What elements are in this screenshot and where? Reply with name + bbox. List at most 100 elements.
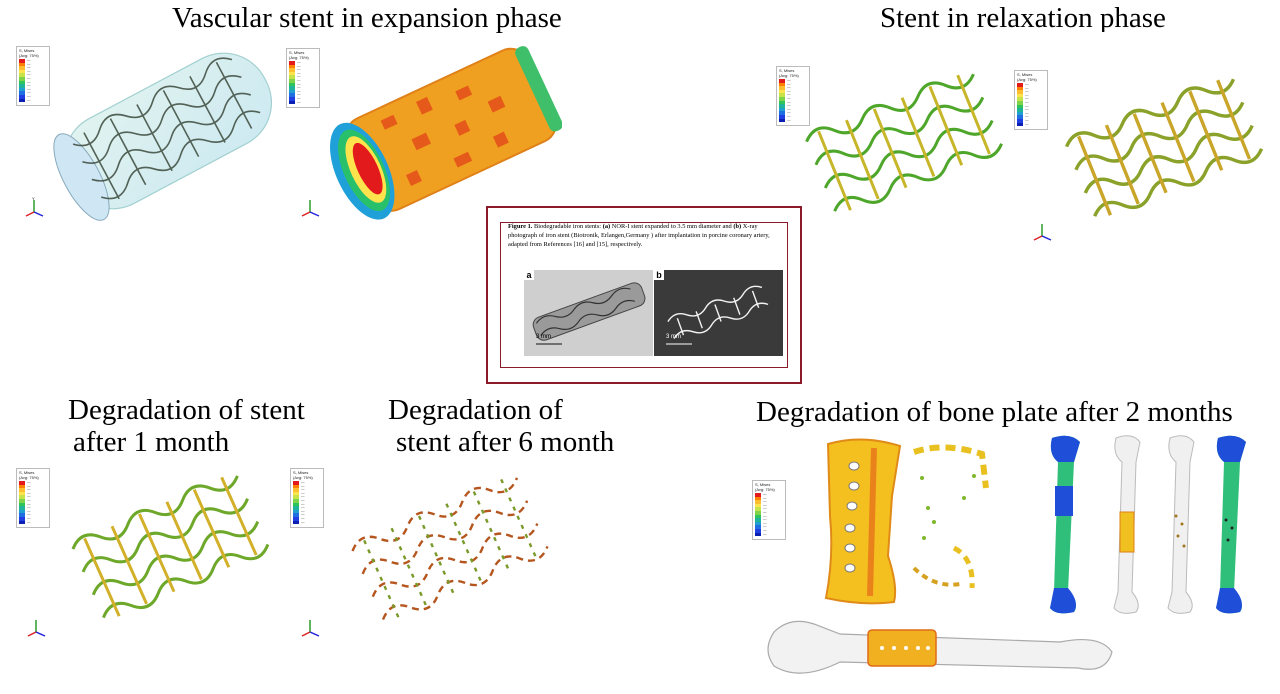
- legend-swatch: [779, 96, 785, 101]
- title-expansion: Vascular stent in expansion phase: [172, 2, 562, 34]
- legend-swatch: [293, 488, 299, 492]
- legend-swatch: [755, 500, 761, 504]
- legend-swatch: [293, 502, 299, 507]
- legend-swatch: [1017, 115, 1023, 119]
- legend-swatch: [1017, 100, 1023, 105]
- bone-plate-degraded: [912, 444, 989, 589]
- legend-swatch: [289, 100, 295, 105]
- legend-swatch: [779, 93, 785, 97]
- legend-swatch: [779, 107, 785, 112]
- legend-swatch: [293, 498, 299, 503]
- legend-swatch: [19, 66, 25, 70]
- legend-swatch: [293, 509, 299, 514]
- photo-panel-a: a 3 mm: [524, 270, 653, 356]
- legend-swatch: [19, 498, 25, 503]
- figure-inner-frame: [500, 222, 788, 368]
- legend-swatch: [289, 93, 295, 97]
- legend-swatch: [289, 68, 295, 72]
- legend-swatch: [293, 481, 299, 485]
- legend-swatch: [289, 61, 295, 65]
- stent-relaxation-1: [805, 73, 1003, 212]
- bone-plate-intact: [824, 438, 902, 605]
- legend-swatch: [779, 111, 785, 115]
- legend-swatch: [19, 520, 25, 525]
- axis-triad-icon: [301, 620, 320, 637]
- legend-swatch: [19, 502, 25, 507]
- legend-title: S, Mises: [19, 48, 35, 53]
- legend-swatch: [293, 491, 299, 496]
- legend-swatch: [755, 503, 761, 508]
- legend-swatch: [19, 98, 25, 103]
- title-degradation-6-month-line1: Degradation of: [388, 394, 563, 426]
- legend-subtitle: (Avg: 75%): [779, 72, 799, 78]
- legend-swatch: [1017, 111, 1023, 116]
- stent-expansion-stress-tube: [330, 46, 562, 220]
- legend-swatch: [293, 513, 299, 517]
- figure-inset: Figure 1. Biodegradable iron stents: (a)…: [486, 206, 802, 384]
- legend-relaxation-2: S, Mises(Avg: 75%)————————————: [1014, 70, 1048, 131]
- title-relaxation: Stent in relaxation phase: [880, 2, 1166, 32]
- legend-swatch: [19, 506, 25, 510]
- legend-swatch: [19, 91, 25, 95]
- legend-swatch: [19, 80, 25, 85]
- legend-swatch: [755, 493, 761, 497]
- legend-swatch: [755, 521, 761, 526]
- legend-relaxation-1: S, Mises(Avg: 75%)————————————: [776, 66, 810, 127]
- legend-swatch: [19, 516, 25, 521]
- legend-swatch: [293, 484, 299, 489]
- legend-swatch: [19, 484, 25, 489]
- legend-swatch: [19, 84, 25, 88]
- title-degradation-6-month-line2: stent after 6 month: [396, 426, 615, 458]
- femur-plate-degraded: [1167, 435, 1195, 614]
- legend-swatch: [289, 75, 295, 79]
- legend-swatch: [779, 104, 785, 108]
- legend-deg-1: S, Mises(Avg: 75%)————————————: [16, 468, 50, 529]
- legend-swatch: [19, 69, 25, 74]
- svg-text:Y: Y: [32, 196, 35, 201]
- legend-swatch: [19, 491, 25, 496]
- title-bone-plate: Degradation of bone plate after 2 months: [756, 396, 1233, 428]
- legend-swatch: [1017, 90, 1023, 94]
- legend-swatch: [779, 86, 785, 90]
- legend-swatch: [289, 86, 295, 90]
- legend-swatch: [1017, 118, 1023, 123]
- axis-triad-icon: [301, 200, 320, 217]
- axis-triad-icon: Y: [25, 196, 44, 217]
- legend-title: S, Mises: [779, 68, 795, 73]
- legend-subtitle: (Avg: 75%): [289, 54, 309, 60]
- legend-swatch: [755, 532, 761, 537]
- legend-swatch: [289, 96, 295, 101]
- panel-b-tag: b: [654, 270, 664, 280]
- legend-title: S, Mises: [755, 482, 771, 487]
- stent-degradation-1-month: [71, 475, 270, 619]
- stent-expansion-vessel: [53, 52, 273, 221]
- legend-swatch: [293, 495, 299, 499]
- legend-bone: S, Mises(Avg: 75%)————————————: [752, 480, 786, 541]
- legend-swatch: [289, 64, 295, 69]
- figure-label: Figure 1.: [508, 223, 533, 230]
- legend-swatch: [293, 516, 299, 521]
- figure-caption: Figure 1. Biodegradable iron stents: (a)…: [508, 223, 770, 248]
- legend-swatch: [289, 78, 295, 83]
- legend-subtitle: (Avg: 75%): [293, 474, 313, 480]
- legend-swatch: [755, 510, 761, 515]
- legend-swatch: [1017, 86, 1023, 91]
- femur-plate-white: [1113, 435, 1141, 614]
- femur-horizontal-with-plate: [767, 620, 1113, 674]
- legend-swatch: [779, 79, 785, 83]
- scale-bar-a: 3 mm: [536, 334, 551, 340]
- legend-swatch: [289, 82, 295, 87]
- legend-swatch: [293, 506, 299, 510]
- legend-swatch: [19, 76, 25, 81]
- legend-swatch: [755, 507, 761, 511]
- legend-subtitle: (Avg: 75%): [19, 474, 39, 480]
- legend-title: S, Mises: [293, 470, 309, 475]
- legend-expansion-mesh: S, Mises(Avg: 75%)————————————: [16, 46, 50, 107]
- legend-deg-6: S, Mises(Avg: 75%)————————————: [290, 468, 324, 529]
- legend-swatch: [293, 520, 299, 525]
- legend-swatch: [779, 82, 785, 87]
- legend-swatch: [19, 94, 25, 99]
- legend-swatch: [755, 518, 761, 522]
- legend-swatch: [19, 87, 25, 92]
- legend-title: S, Mises: [1017, 72, 1033, 77]
